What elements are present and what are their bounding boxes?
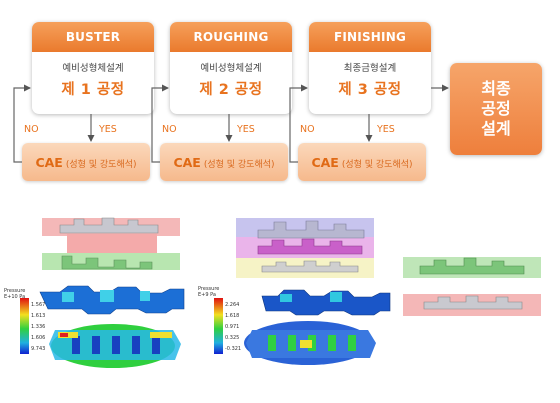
colorbar-2: Pressure E+9 Pa <box>198 286 219 298</box>
cae-title: CAE <box>35 155 63 170</box>
step-title: FINISHING <box>309 22 431 52</box>
step-card-buster: BUSTER 예비성형체설계 제 1 공정 <box>32 22 154 114</box>
finishing-result-image <box>403 257 541 316</box>
cae-subtitle: (성형 및 강도해석) <box>341 160 413 170</box>
colorbar-1-ticks: 1.567 1.613 1.336 1.606 9.743 <box>31 300 45 355</box>
step-number: 제 1 공정 <box>61 82 125 98</box>
colorbar-tick: 1.606 <box>31 335 46 341</box>
colorbar-2-ticks: 2.264 1.618 0.971 0.325 -0.321 <box>225 300 241 355</box>
colorbar-tick: 1.613 <box>31 313 46 319</box>
final-design-label: 최종 공정 설계 <box>481 79 511 138</box>
step-number: 제 2 공정 <box>199 82 263 98</box>
no-loop-3 <box>289 84 308 163</box>
cae-subtitle: (성형 및 강도해석) <box>65 160 137 170</box>
step-card-roughing: ROUGHING 예비성형체설계 제 2 공정 <box>170 22 292 114</box>
colorbar-tick: 9.743 <box>31 346 46 352</box>
roughing-preform-image <box>236 218 374 278</box>
colorbar-tick: 1.567 <box>31 302 46 308</box>
colorbar-1: Pressure E+10 Pa <box>4 288 25 300</box>
yes-label-2: YES <box>237 124 255 135</box>
colorbar-tick: 2.264 <box>225 302 240 308</box>
cae-title: CAE <box>311 155 339 170</box>
no-label-3: NO <box>300 124 315 135</box>
yes-label-3: YES <box>377 124 395 135</box>
step-subtitle: 예비성형체설계 <box>62 63 124 74</box>
colorbar-tick: -0.321 <box>225 346 242 352</box>
colorbar-tick: 1.336 <box>31 324 46 330</box>
step-title: BUSTER <box>32 22 154 52</box>
step-number: 제 3 공정 <box>338 82 402 98</box>
cae-box-1: CAE(성형 및 강도해석) <box>22 143 150 181</box>
buster-pressure-image <box>20 285 185 368</box>
cae-subtitle: (성형 및 강도해석) <box>203 160 275 170</box>
buster-preform-image <box>42 217 180 270</box>
cae-box-3: CAE(성형 및 강도해석) <box>298 143 426 181</box>
no-label-1: NO <box>24 124 39 135</box>
step-subtitle: 예비성형체설계 <box>200 63 262 74</box>
colorbar-tick: 0.971 <box>225 324 240 330</box>
cae-title: CAE <box>173 155 201 170</box>
roughing-pressure-image <box>214 289 391 365</box>
final-design-box: 최종 공정 설계 <box>450 63 542 155</box>
no-loop-2 <box>151 84 169 163</box>
no-label-2: NO <box>162 124 177 135</box>
no-loop-1 <box>13 84 31 163</box>
colorbar-tick: 1.618 <box>225 313 240 319</box>
colorbar-title: Pressure E+10 Pa <box>4 288 26 300</box>
colorbar-tick: 0.325 <box>225 335 240 341</box>
step-title: ROUGHING <box>170 22 292 52</box>
yes-label-1: YES <box>99 124 117 135</box>
step-subtitle: 최종금형설계 <box>343 63 397 74</box>
step-card-finishing: FINISHING 최종금형설계 제 3 공정 <box>309 22 431 114</box>
colorbar-title: Pressure E+9 Pa <box>198 286 220 298</box>
cae-box-2: CAE(성형 및 강도해석) <box>160 143 288 181</box>
